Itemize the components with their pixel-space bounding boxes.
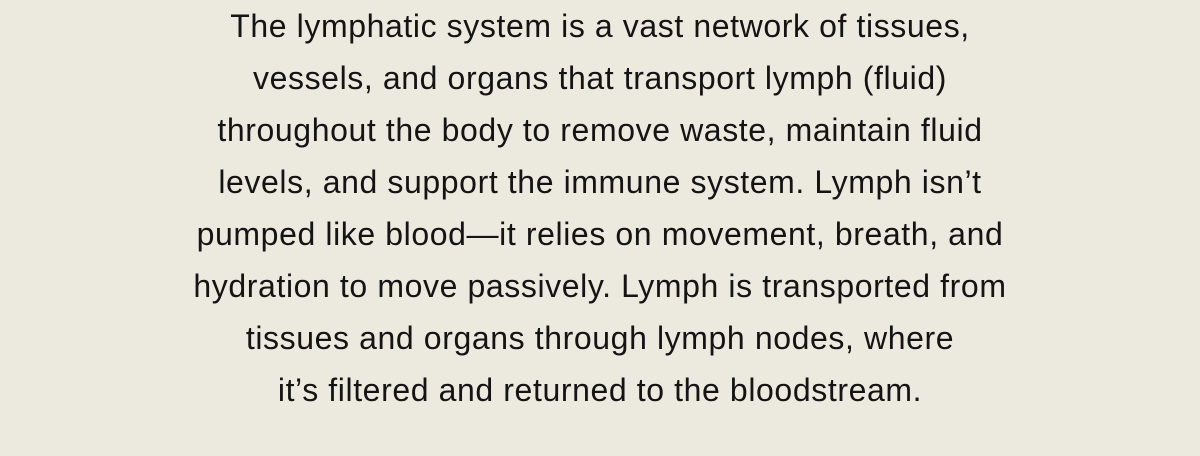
paragraph-line-6: hydration to move passively. Lymph is tr… xyxy=(193,268,1007,304)
paragraph-line-2: vessels, and organs that transport lymph… xyxy=(252,60,947,96)
paragraph-line-1: The lymphatic system is a vast network o… xyxy=(230,8,970,44)
paragraph-line-7: tissues and organs through lymph nodes, … xyxy=(245,320,955,356)
paragraph-line-4: levels, and support the immune system. L… xyxy=(218,164,982,200)
lymphatic-system-paragraph: The lymphatic system is a vast network o… xyxy=(193,8,1007,408)
paragraph-line-3: throughout the body to remove waste, mai… xyxy=(217,112,983,148)
paragraph-line-8: it’s filtered and returned to the bloods… xyxy=(277,372,923,408)
paragraph-line-5: pumped like blood—it relies on movement,… xyxy=(196,216,1004,252)
